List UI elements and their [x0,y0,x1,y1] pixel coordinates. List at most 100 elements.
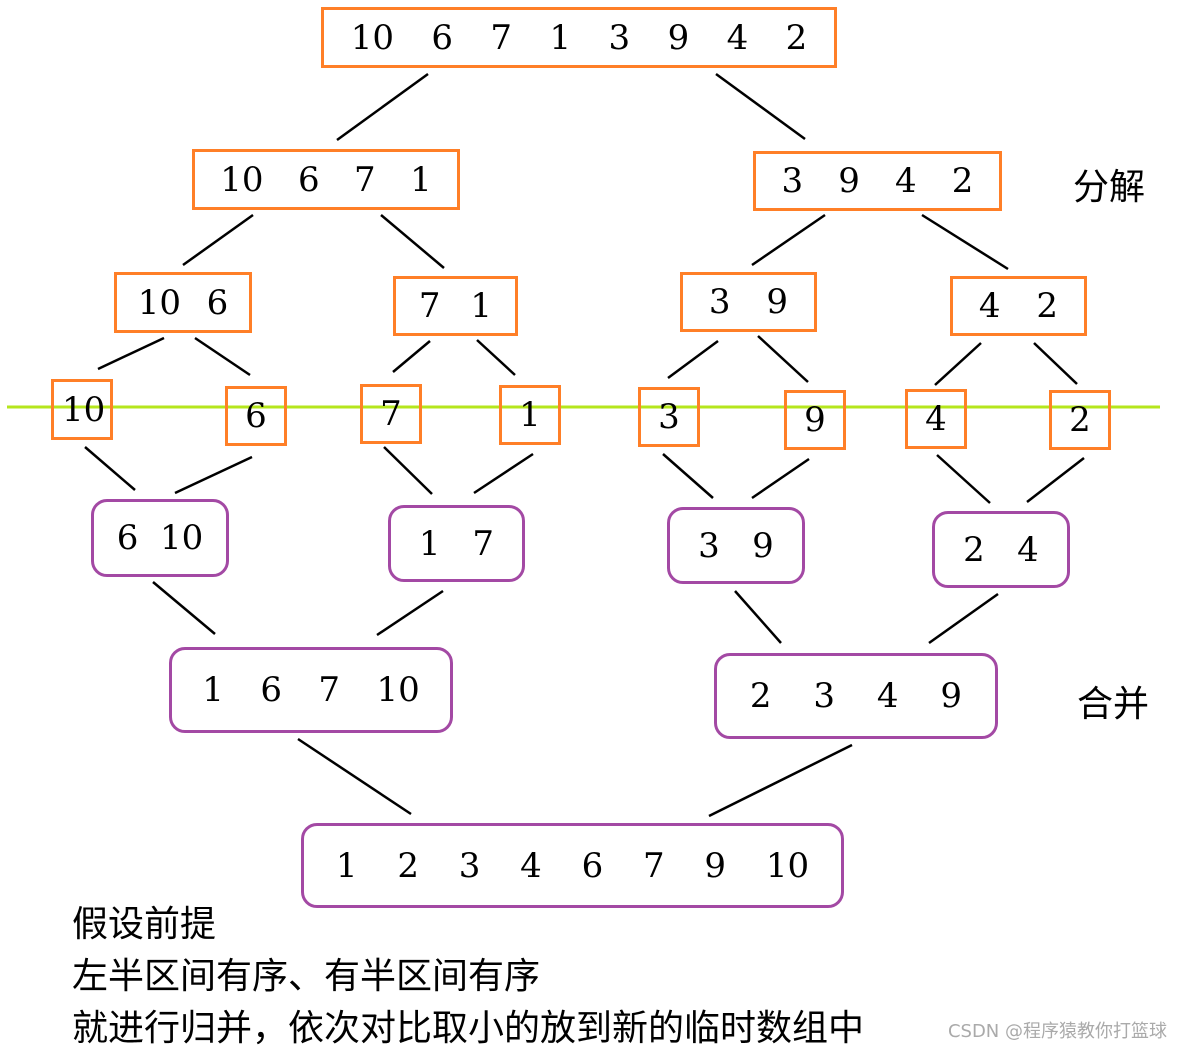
merge-array-box: 6 10 [91,499,229,577]
array-element: 6 [581,845,604,886]
connector-line [662,453,714,499]
array-element: 3 [698,525,720,566]
array-element: 7 [490,17,513,58]
array-element: 4 [978,286,1001,326]
array-element: 2 [963,529,985,570]
array-element: 2 [1036,286,1059,326]
split-array-box: 7 [360,384,422,444]
split-array-box: 4 [905,389,967,449]
array-element: 9 [667,17,690,58]
connector-line [928,592,999,645]
split-label: 分解 [1073,167,1146,208]
connector-line [734,590,782,644]
connector-line [174,455,253,495]
array-element: 10 [220,159,264,200]
split-array-box: 3 [638,387,700,447]
connector-line [1026,457,1085,503]
split-array-box: 6 [225,386,287,446]
split-array-box: 2 [1049,390,1111,450]
connector-line [336,72,429,142]
connector-line [934,342,982,386]
connector-line [1033,342,1078,385]
connector-line [84,446,136,491]
connector-line [380,214,445,269]
array-element: 3 [608,17,631,58]
array-element: 7 [354,159,376,200]
array-element: 7 [380,394,402,434]
array-element: 4 [520,845,542,886]
connector-line [921,213,1009,271]
array-element: 6 [431,17,454,58]
split-array-box: 9 [784,390,846,450]
connector-line [708,743,853,818]
array-element: 9 [752,525,774,566]
array-element: 10 [159,518,204,558]
array-element: 4 [1017,529,1039,570]
array-element: 2 [951,161,974,201]
array-element: 10 [350,17,394,58]
connector-line [383,446,433,495]
array-element: 1 [410,159,432,200]
array-element: 1 [549,17,572,58]
array-element: 4 [895,161,917,201]
array-element: 4 [925,399,947,439]
array-element: 3 [458,845,481,886]
array-element: 7 [318,670,341,710]
array-element: 7 [643,845,665,886]
array-element: 1 [519,395,541,435]
array-element: 7 [472,523,495,564]
array-element: 1 [202,670,224,710]
note-line-2: 左半区间有序、有半区间有序 [72,956,541,997]
connector-line [392,340,431,373]
connector-line [751,213,826,267]
connector-line [667,339,719,380]
connector-line [152,581,216,635]
connector-line [194,336,251,377]
array-element: 3 [781,161,804,201]
connector-line [473,452,534,495]
watermark: CSDN @程序猿教你打篮球 [947,1021,1167,1042]
connector-line [182,213,254,267]
array-element: 10 [765,845,810,886]
array-element: 3 [813,676,836,716]
array-element: 6 [260,670,282,710]
array-element: 10 [62,389,106,430]
connector-line [376,589,444,637]
array-element: 10 [376,670,420,710]
array-element: 3 [708,282,731,322]
array-element: 9 [766,282,789,322]
array-element: 4 [726,17,749,58]
array-element: 1 [470,286,493,326]
array-element: 4 [876,676,899,716]
array-element: 9 [838,161,860,201]
split-array-box: 1 [499,385,561,445]
array-element: 7 [418,286,441,326]
array-element: 6 [245,396,267,436]
array-element: 2 [397,845,419,886]
connector-line [297,737,412,816]
merge-label: 合并 [1077,684,1150,725]
connector-line [97,336,165,371]
array-element: 1 [418,523,441,564]
connector-line [715,72,806,141]
array-element: 6 [297,159,320,200]
connector-line [751,457,810,500]
connector-line [936,454,991,504]
array-element: 6 [206,282,229,323]
array-element: 3 [658,397,680,437]
array-element: 2 [749,676,772,716]
array-element: 9 [940,676,963,716]
array-element: 6 [116,518,139,558]
